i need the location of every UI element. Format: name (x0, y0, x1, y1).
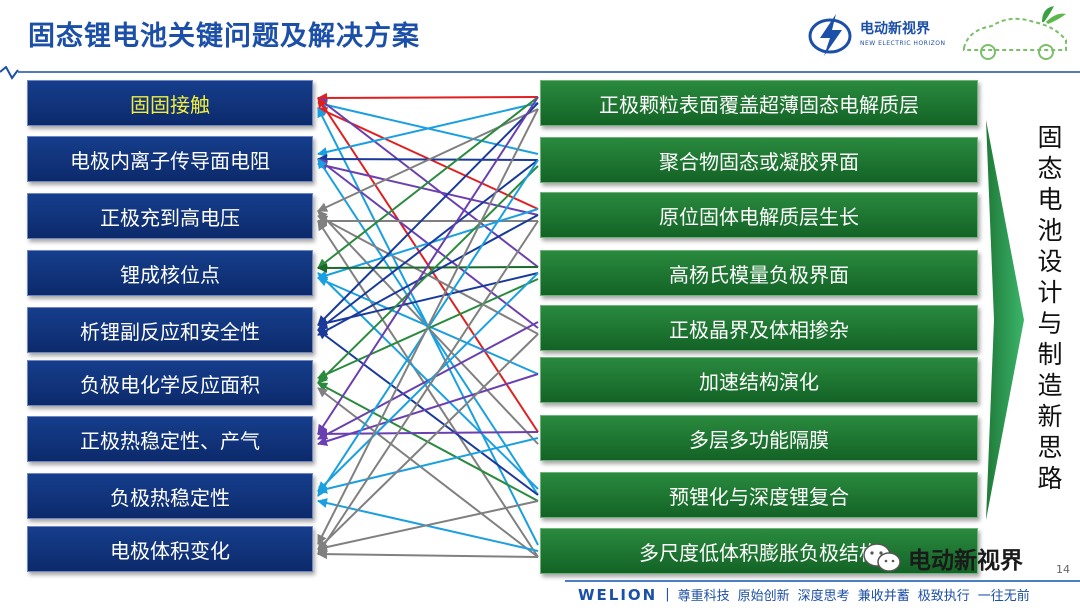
solution-label: 高杨氏模量负极界面 (669, 262, 849, 287)
connection-arrow (317, 321, 539, 440)
problem-label: 电极体积变化 (110, 538, 230, 563)
problem-box: 正极充到高电压 (27, 193, 313, 239)
connection-arrow (317, 102, 539, 157)
problem-box: 正极热稳定性、产气 (27, 416, 313, 462)
problem-label: 析锂副反应和安全性 (80, 319, 260, 344)
connection-arrow (317, 387, 539, 558)
side-text-char: 固 (1037, 123, 1063, 152)
green-car-icon (963, 6, 1067, 60)
problem-box: 固固接触 (27, 80, 313, 126)
side-text-char: 电 (1037, 185, 1063, 214)
header-rule (0, 66, 1080, 80)
solution-label: 加速结构演化 (699, 369, 819, 394)
problem-box: 析锂副反应和安全性 (27, 307, 313, 353)
big-right-arrow-icon (986, 120, 1024, 520)
solution-box: 正极晶界及体相掺杂 (540, 305, 978, 351)
problem-label: 锂成核位点 (120, 262, 220, 287)
solution-box: 正极颗粒表面覆盖超薄固态电解质层 (540, 80, 978, 126)
footer-slogan: 极致执行 (917, 589, 970, 604)
problem-label: 固固接触 (130, 92, 210, 117)
connection-arrow (317, 272, 539, 328)
solution-box: 加速结构演化 (540, 357, 978, 403)
solution-label: 预锂化与深度锂复合 (669, 484, 849, 509)
side-text-char: 新 (1037, 402, 1063, 431)
footer-separator: | (665, 587, 670, 602)
footer-slogan: 一往无前 (977, 589, 1030, 604)
solution-box: 聚合物固态或凝胶界面 (540, 137, 978, 183)
footer-brand: WELION (578, 585, 658, 604)
problem-label: 负极电化学反应面积 (80, 372, 260, 397)
footer-slogan: 尊重科技 (677, 589, 730, 604)
side-text-char: 制 (1037, 340, 1063, 369)
problem-box: 电极体积变化 (27, 526, 313, 572)
solution-label: 正极颗粒表面覆盖超薄固态电解质层 (599, 92, 919, 117)
problem-box: 电极内离子传导面电阻 (27, 136, 313, 182)
logo-en-text: NEW ELECTRIC HORIZON (860, 40, 946, 47)
footer: WELION | 尊重科技原始创新深度思考兼收并蓄极致执行一往无前 (578, 585, 1030, 605)
solution-label: 聚合物固态或凝胶界面 (659, 149, 859, 174)
footer-slogan: 深度思考 (797, 589, 850, 604)
solution-box: 预锂化与深度锂复合 (540, 472, 978, 518)
footer-slogan: 原始创新 (737, 589, 790, 604)
wechat-watermark: 电动新视界 (862, 541, 1023, 575)
problem-box: 负极热稳定性 (27, 473, 313, 519)
side-text-char: 思 (1037, 433, 1063, 462)
solution-box: 原位固体电解质层生长 (540, 192, 978, 238)
connection-arrow (317, 92, 539, 103)
connection-arrow (317, 96, 539, 435)
side-text-char: 池 (1037, 216, 1063, 245)
connection-arrow (317, 220, 539, 555)
solution-label: 多尺度低体积膨胀负极结构 (639, 540, 879, 565)
problem-label: 电极内离子传导面电阻 (70, 148, 270, 173)
side-text-char: 路 (1037, 464, 1063, 493)
connection-arrow (317, 373, 539, 447)
page-number: 14 (1056, 563, 1070, 576)
connection-arrow (317, 262, 539, 273)
footer-rule (565, 580, 1080, 582)
solution-label: 正极晶界及体相掺杂 (669, 317, 849, 342)
page-title: 固态锂电池关键问题及解决方案 (28, 21, 420, 52)
solution-label: 多层多功能隔膜 (689, 427, 829, 452)
wechat-icon (863, 543, 901, 572)
side-text-char: 与 (1037, 309, 1063, 338)
lightning-globe-icon (808, 14, 852, 56)
connection-arrow (317, 165, 539, 384)
connection-arrow (317, 208, 539, 281)
problem-box: 锂成核位点 (27, 250, 313, 296)
watermark-text: 电动新视界 (908, 548, 1023, 574)
problem-label: 负极热稳定性 (110, 485, 230, 510)
connection-arrow (317, 159, 539, 331)
connection-arrow (317, 333, 539, 550)
problem-label: 正极充到高电压 (100, 205, 240, 230)
solution-label: 原位固体电解质层生长 (659, 204, 859, 229)
connection-arrow (317, 272, 539, 492)
connection-arrow (317, 500, 539, 552)
side-text-char: 设 (1037, 247, 1063, 276)
solution-box: 高杨氏模量负极界面 (540, 250, 978, 296)
connection-arrow (317, 108, 539, 545)
side-text-char: 造 (1037, 371, 1063, 400)
side-text-char: 计 (1037, 278, 1063, 307)
side-text-char: 态 (1037, 154, 1063, 183)
problem-label: 正极热稳定性、产气 (80, 428, 260, 453)
side-vertical-text: 固态电池设计与制造新思路 (1030, 122, 1070, 494)
connection-arrow (317, 549, 539, 560)
connection-arrow (317, 437, 539, 494)
logo-cn-text: 电动新视界 (860, 21, 930, 37)
connection-arrow (317, 428, 539, 439)
connection-arrow (317, 161, 539, 216)
footer-slogan: 兼收并蓄 (857, 589, 910, 604)
connection-arrow (317, 96, 539, 269)
brand-logo: 电动新视界 NEW ELECTRIC HORIZON (806, 10, 956, 60)
solution-box: 多层多功能隔膜 (540, 415, 978, 461)
solution-box: 多尺度低体积膨胀负极结构 (540, 528, 978, 574)
connection-arrow (317, 329, 539, 496)
problem-box: 负极电化学反应面积 (27, 360, 313, 406)
connection-arrow (317, 102, 539, 326)
